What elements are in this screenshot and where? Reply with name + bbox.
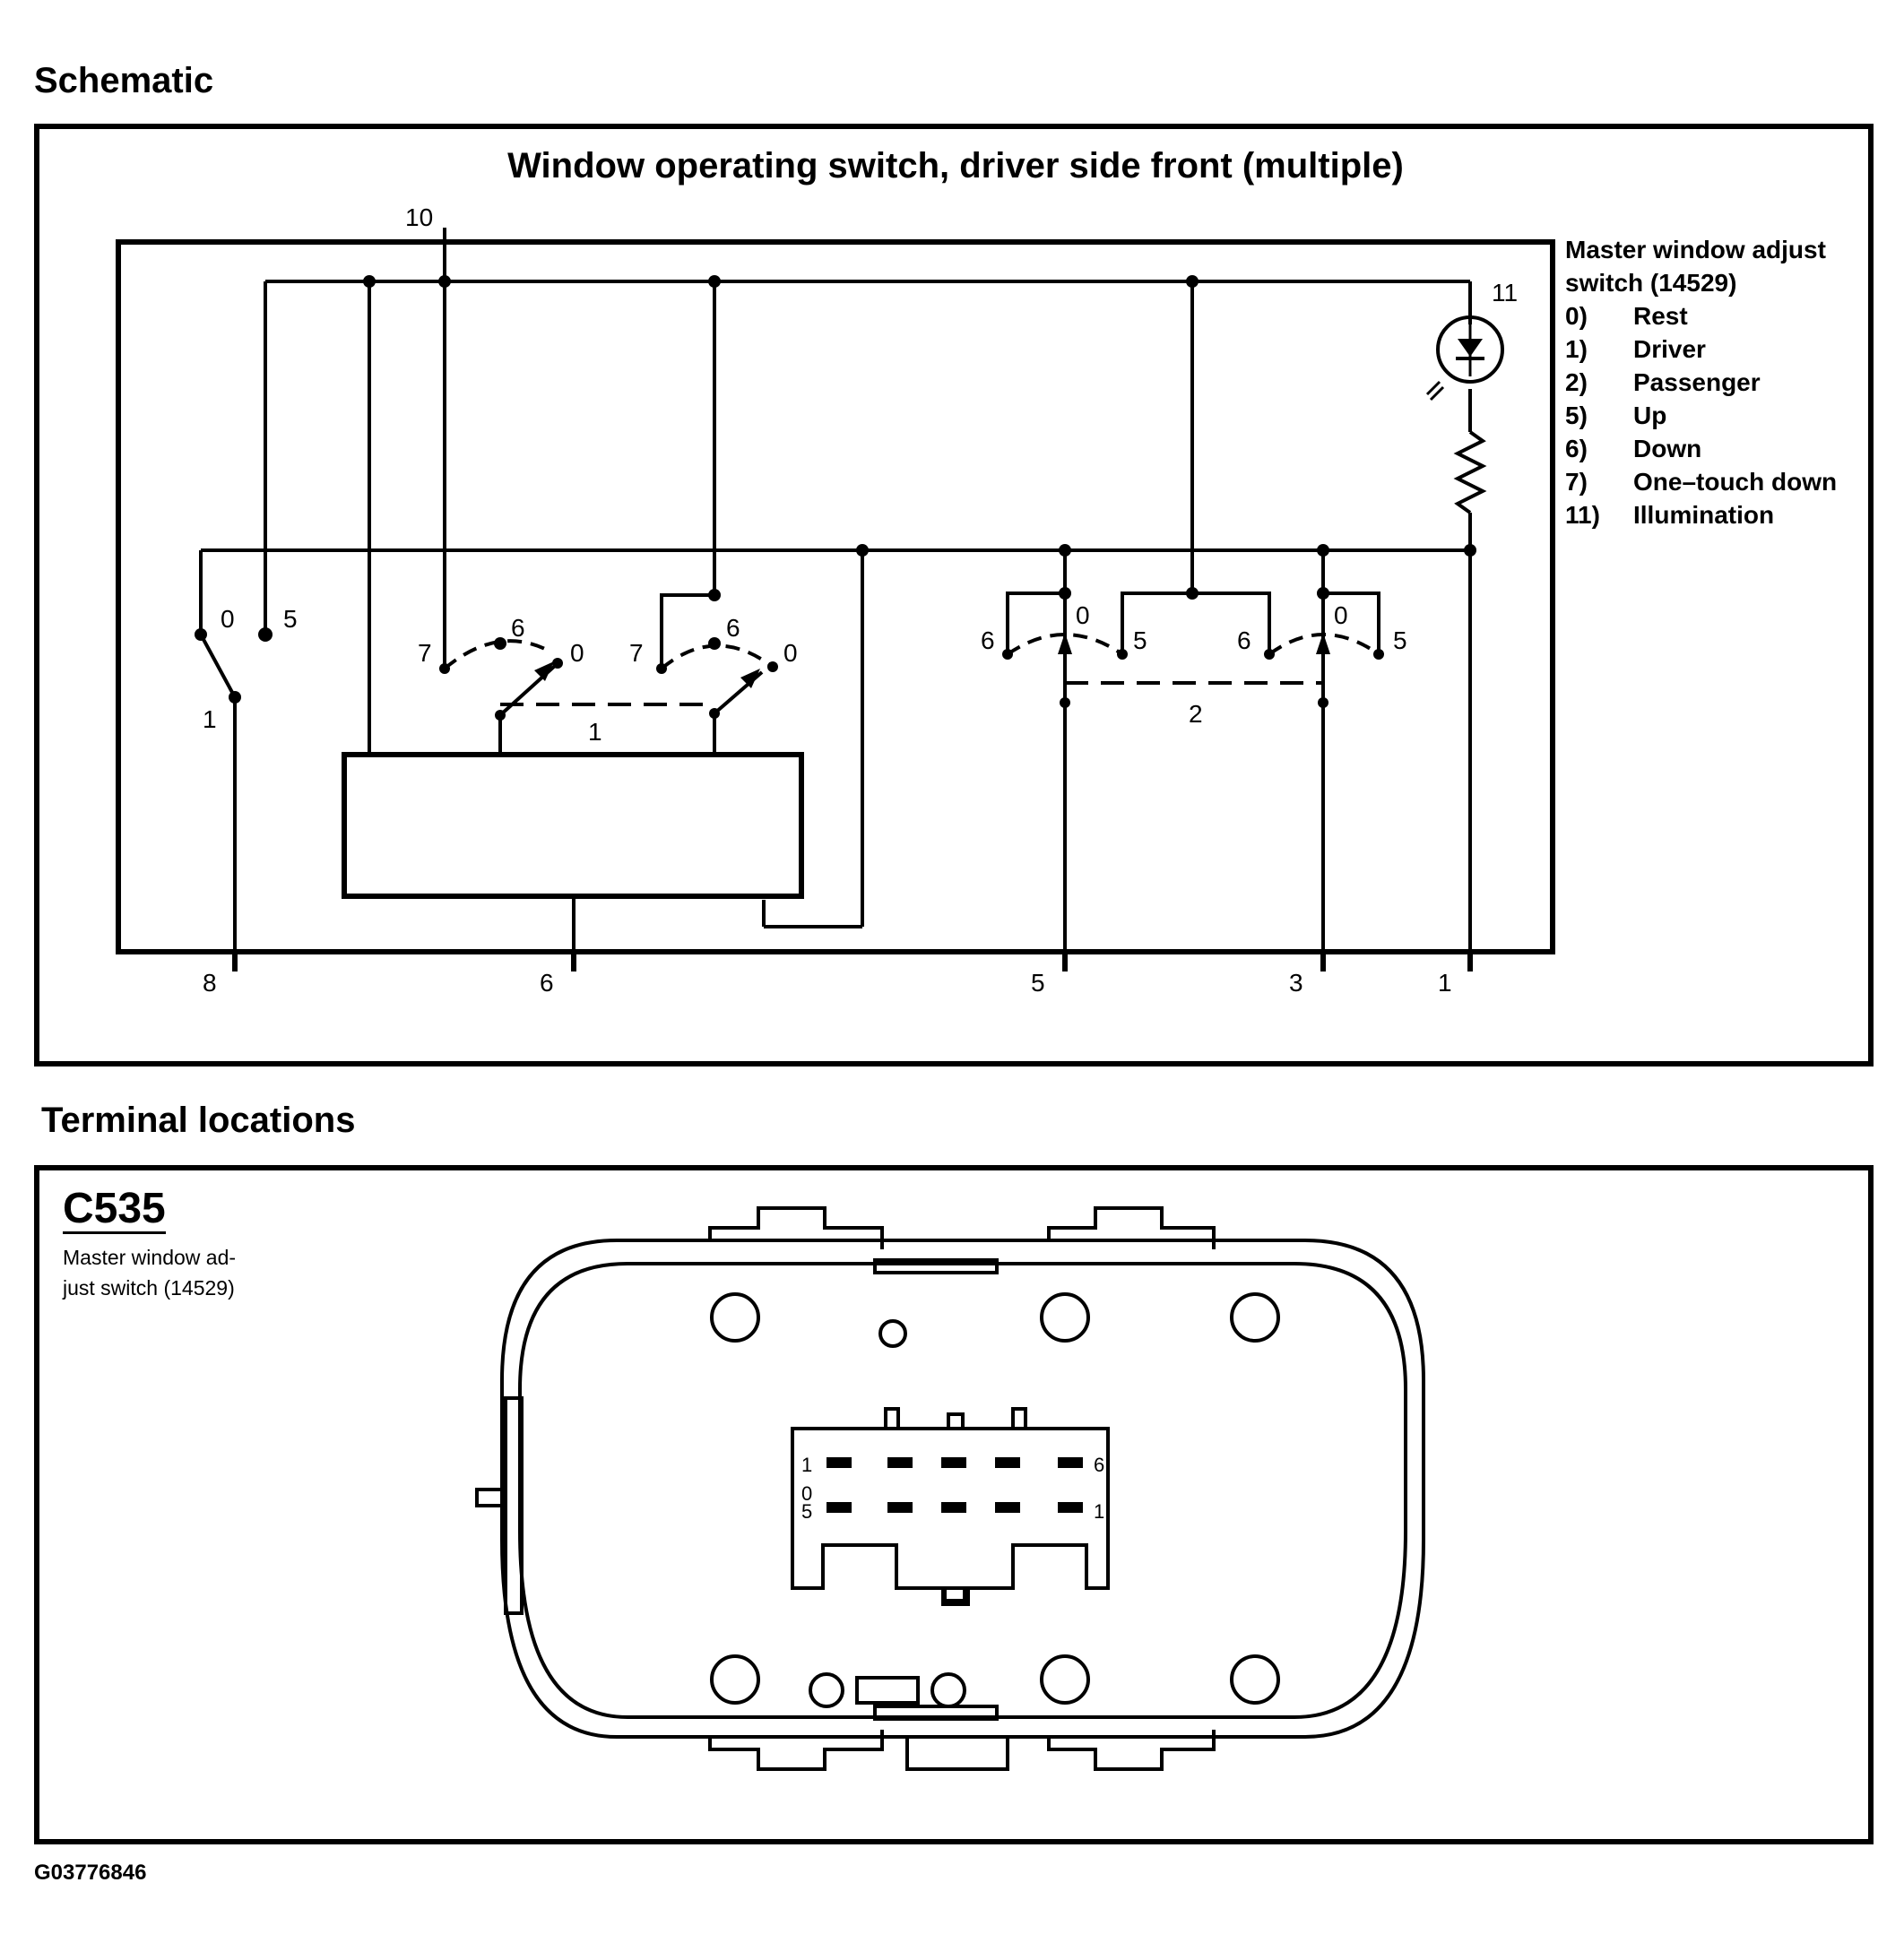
cavity-label-6: 6: [1094, 1454, 1104, 1476]
connector-housing: [475, 1206, 1425, 1771]
legend-row: 6) Down: [1565, 432, 1852, 465]
label-sw1b-7: 7: [629, 639, 644, 667]
label-sw2a-5: 5: [1133, 626, 1147, 654]
switch-2b-arrow-icon: [1316, 633, 1330, 654]
pin-label-6: 6: [540, 969, 554, 997]
legend-key: 6): [1565, 435, 1588, 462]
cavity-label-1: 1: [801, 1454, 812, 1476]
led-diode-icon: [1425, 323, 1484, 402]
label-sw1a-7: 7: [418, 639, 432, 667]
switch-2a-arrow-icon: [1058, 633, 1072, 654]
legend-title: Master window adjust switch (14529): [1565, 236, 1826, 297]
label-sw1a-6: 6: [511, 614, 525, 642]
connector-pin-labels: 1 6 0 5 1: [801, 1454, 1104, 1523]
legend-key: 5): [1565, 402, 1588, 429]
legend-key: 1): [1565, 335, 1588, 363]
legend-key: 0): [1565, 302, 1588, 330]
legend-row: 5) Up: [1565, 399, 1852, 432]
switch-1a-arrow-icon: [534, 661, 554, 681]
schematic-title: Window operating switch, driver side fro…: [507, 146, 1404, 186]
label-gang1: 1: [588, 718, 602, 746]
legend-key: 7): [1565, 468, 1588, 496]
label-lamp11: 11: [1492, 279, 1518, 307]
label-sw-left-5: 5: [283, 605, 298, 633]
interface-module: [342, 752, 804, 899]
terminal-panel: [34, 1165, 1874, 1844]
label-sw1b-0: 0: [783, 639, 798, 667]
illumination-lamp: [1436, 315, 1504, 384]
label-sw-left-1: 1: [203, 705, 217, 733]
legend-label: Passenger: [1633, 368, 1761, 396]
switch-module-outline: [116, 239, 1555, 954]
schematic-labels: 10 11 0 5 1 7 6 0 7 6 0 1 6 0 5 6 0 5 2 …: [203, 203, 1518, 997]
wiring: [199, 228, 1487, 972]
label-sw2b-5: 5: [1393, 626, 1407, 654]
label-sw2b-0: 0: [1334, 601, 1348, 629]
switch-1b-arrow-icon: [740, 669, 760, 688]
label-sw1b-6: 6: [726, 614, 740, 642]
legend-row: 2) Passenger: [1565, 366, 1852, 399]
legend-label: One–touch down: [1633, 468, 1838, 496]
label-sw1a-0: 0: [570, 639, 584, 667]
connector-cavities: [827, 1457, 1083, 1513]
label-gang2: 2: [1189, 700, 1203, 728]
cavity-label-5: 5: [801, 1500, 812, 1523]
junction-dots: [195, 275, 1476, 721]
legend: Master window adjust switch (14529) 0) Re…: [1565, 233, 1852, 531]
legend-label: Illumination: [1633, 501, 1775, 529]
legend-key: 11): [1565, 501, 1600, 529]
legend-row: 1) Driver: [1565, 332, 1852, 366]
label-pin10: 10: [405, 203, 433, 231]
legend-label: Down: [1633, 435, 1702, 462]
pin-label-5: 5: [1031, 969, 1045, 997]
connector-description: Master window ad- just switch (14529): [63, 1246, 237, 1300]
pin-label-8: 8: [203, 969, 217, 997]
schematic-heading: Schematic: [34, 61, 214, 100]
legend-row: 11) Illumination: [1565, 498, 1852, 531]
schematic-panel: [34, 124, 1874, 1066]
label-sw2a-0: 0: [1076, 601, 1090, 629]
cavity-label-0: 0: [801, 1482, 812, 1505]
legend-key: 2): [1565, 368, 1588, 396]
pin-label-1: 1: [1438, 969, 1452, 997]
label-sw2a-6: 6: [981, 626, 995, 654]
connector-id: C535: [63, 1185, 166, 1234]
terminal-locations-heading: Terminal locations: [41, 1101, 356, 1140]
legend-row: 0) Rest: [1565, 299, 1852, 332]
legend-row: 7) One–touch down: [1565, 465, 1852, 498]
legend-label: Driver: [1633, 335, 1706, 363]
label-sw-left-0: 0: [221, 605, 235, 633]
pin-label-3: 3: [1289, 969, 1303, 997]
cavity-label-1b: 1: [1094, 1500, 1104, 1523]
legend-label: Rest: [1633, 302, 1688, 330]
pin-stubs: [232, 952, 1473, 972]
figure-code: G03776846: [34, 1861, 147, 1885]
legend-label: Up: [1633, 402, 1667, 429]
label-sw2b-6: 6: [1237, 626, 1251, 654]
